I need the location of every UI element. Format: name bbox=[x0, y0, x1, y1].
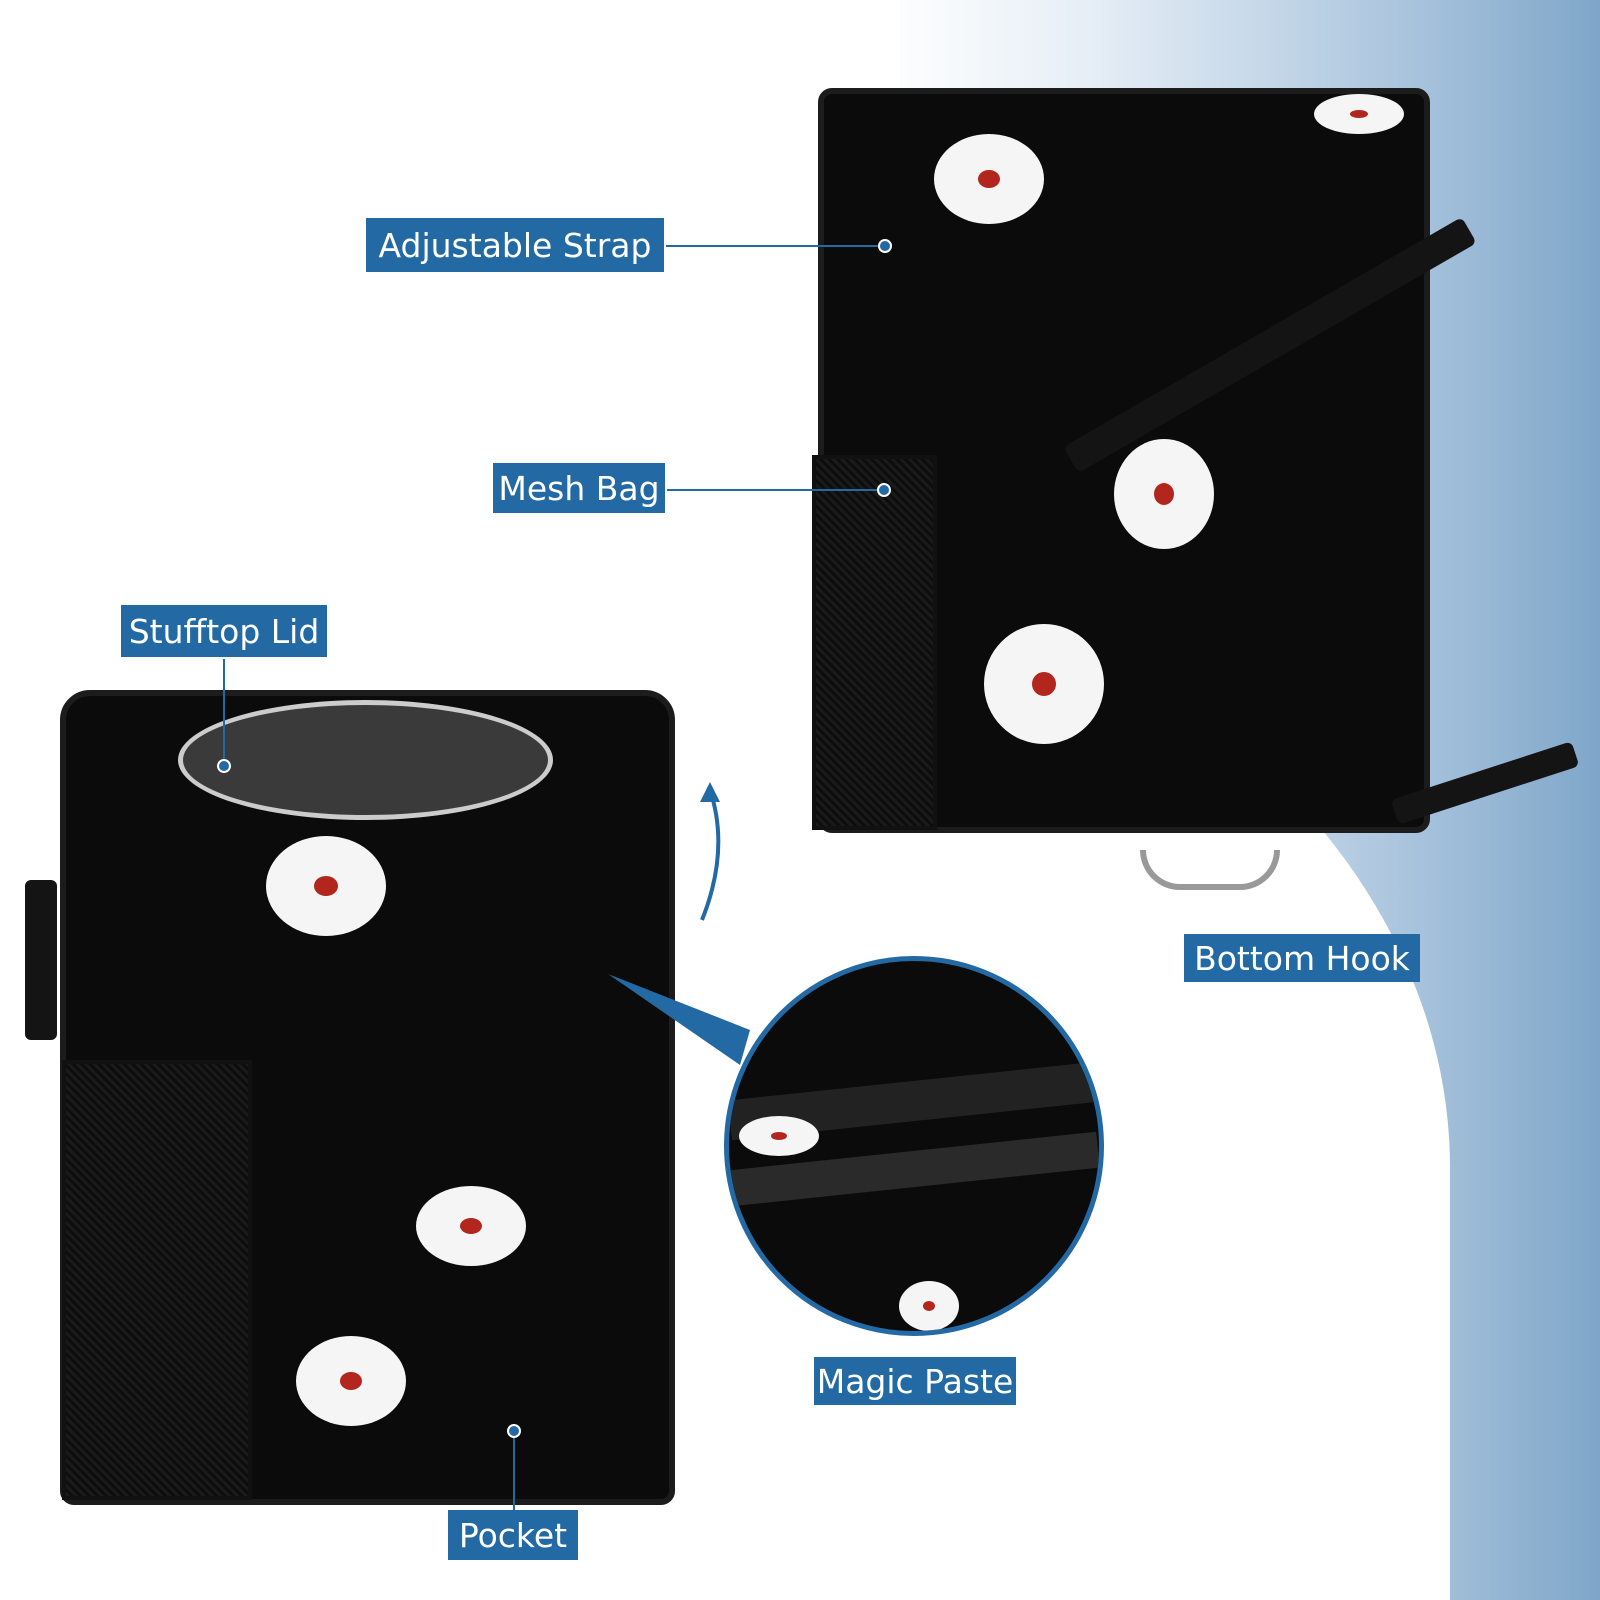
open-arrow-icon bbox=[700, 782, 721, 921]
label-stufftop-lid: Stufftop Lid bbox=[121, 605, 327, 657]
leader-line bbox=[666, 245, 884, 247]
magic-paste-closeup bbox=[724, 956, 1104, 1336]
leader-line bbox=[667, 489, 883, 491]
flower bbox=[739, 1116, 819, 1156]
flower bbox=[1114, 439, 1214, 549]
stufftop-lid bbox=[178, 700, 553, 820]
buckle bbox=[25, 880, 57, 1040]
label-bottom-hook: Bottom Hook bbox=[1184, 934, 1420, 982]
zoom-pointer bbox=[608, 974, 750, 1065]
leader-line bbox=[513, 1432, 515, 1510]
callout-dot bbox=[507, 1424, 521, 1438]
mesh-pocket bbox=[62, 1060, 252, 1500]
callout-dot bbox=[878, 239, 892, 253]
flower bbox=[296, 1336, 406, 1426]
leader-line bbox=[223, 659, 225, 763]
flower bbox=[416, 1186, 526, 1266]
label-magic-paste: Magic Paste bbox=[814, 1357, 1016, 1405]
flower bbox=[984, 624, 1104, 744]
flower bbox=[1314, 94, 1404, 134]
label-adjustable-strap: Adjustable Strap bbox=[366, 218, 664, 272]
label-mesh-bag: Mesh Bag bbox=[493, 463, 665, 513]
flower bbox=[266, 836, 386, 936]
hook-icon bbox=[1140, 850, 1280, 890]
callout-dot bbox=[217, 759, 231, 773]
flower bbox=[934, 134, 1044, 224]
label-pocket: Pocket bbox=[448, 1510, 578, 1560]
flower bbox=[899, 1281, 959, 1331]
callout-dot bbox=[877, 483, 891, 497]
mesh-pocket bbox=[812, 455, 937, 830]
